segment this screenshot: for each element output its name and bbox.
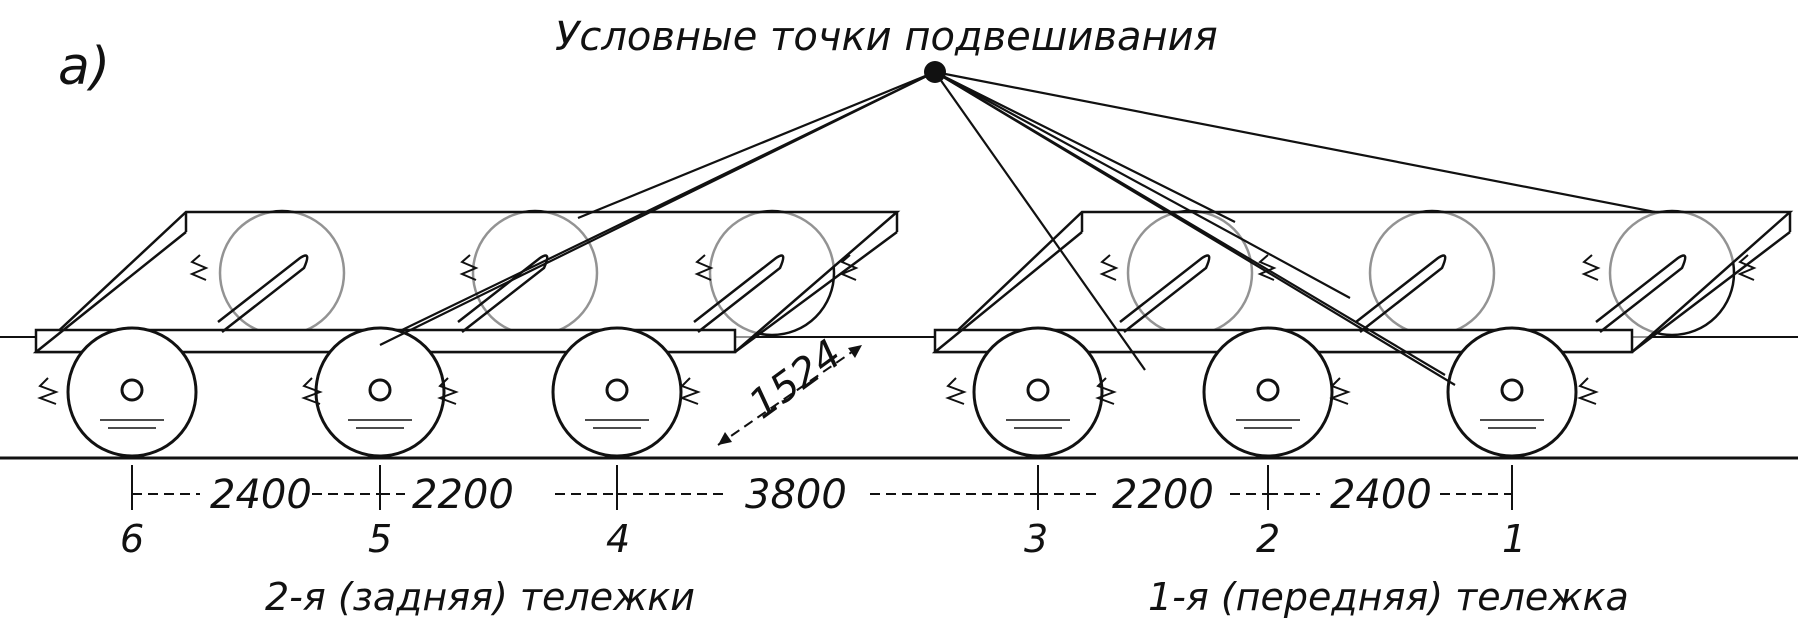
spring-icon — [37, 377, 59, 405]
wheel-axle-2 — [1202, 326, 1334, 458]
axle-number: 3 — [1024, 517, 1048, 561]
panel-letter: a) — [58, 37, 110, 97]
dimension-label: 2200 — [1112, 472, 1214, 518]
spring-icon — [189, 254, 209, 281]
spring-icon — [1329, 377, 1351, 405]
axle-box-2 — [1256, 378, 1280, 402]
spring-icon — [1581, 254, 1601, 281]
spring-icon — [1095, 377, 1117, 405]
spring-icon — [945, 377, 967, 405]
spring-icon — [459, 254, 479, 281]
axle-number: 5 — [368, 517, 392, 561]
front-bogie-caption: 1-я (передняя) тележка — [1148, 575, 1629, 619]
axle-spacing-dimensions: 2400 2200 3800 2200 2400 — [131, 465, 1513, 518]
axle-stub-4 — [693, 254, 785, 333]
wheel-axle-3 — [972, 326, 1104, 458]
spring-icon — [1257, 254, 1277, 281]
wheel-axle-1 — [1446, 326, 1578, 458]
spring-icon — [839, 254, 859, 281]
suspension-rays — [379, 70, 1656, 386]
diagram-title: Условные точки подвешивания — [555, 14, 1218, 60]
rear-bogie — [32, 209, 901, 458]
dimension-label: 3800 — [745, 472, 847, 518]
front-bogie — [931, 209, 1794, 458]
suspension-point — [924, 61, 946, 83]
spring-icon — [301, 377, 323, 405]
rear-bogie-frame — [32, 210, 901, 354]
axle-box-5 — [368, 378, 392, 402]
axle-stub-6 — [217, 254, 309, 333]
axle-number: 2 — [1256, 517, 1280, 561]
axle-box-3 — [1026, 378, 1050, 402]
spring-icon — [437, 377, 459, 405]
axle-number: 1 — [1502, 517, 1526, 561]
axle-stub-3 — [1119, 254, 1211, 333]
axle-number: 4 — [606, 517, 630, 561]
wheel-axle-5 — [314, 326, 446, 458]
spring-icon — [679, 377, 701, 405]
axle-stub-5 — [457, 254, 549, 333]
axle-stub-1 — [1595, 254, 1687, 333]
axle-stub-2 — [1355, 254, 1447, 333]
spring-icon — [1577, 377, 1599, 405]
dimension-label: 2400 — [210, 472, 312, 518]
wheel-axle-6 — [66, 326, 198, 458]
gauge-label: 1524 — [741, 331, 850, 428]
axle-numbers: 6 5 4 3 2 1 — [120, 517, 1526, 561]
spring-icon — [1099, 254, 1119, 281]
axle-box-1 — [1500, 378, 1524, 402]
rear-bogie-caption: 2-я (задняя) тележки — [265, 575, 695, 619]
wheel-axle-4 — [551, 326, 683, 458]
spring-icon — [1737, 254, 1757, 281]
axle-box-4 — [605, 378, 629, 402]
axle-number: 6 — [120, 517, 144, 561]
dimension-label: 2200 — [412, 472, 514, 518]
axle-box-6 — [120, 378, 144, 402]
spring-icon — [694, 254, 714, 281]
dimension-label: 2400 — [1330, 472, 1432, 518]
